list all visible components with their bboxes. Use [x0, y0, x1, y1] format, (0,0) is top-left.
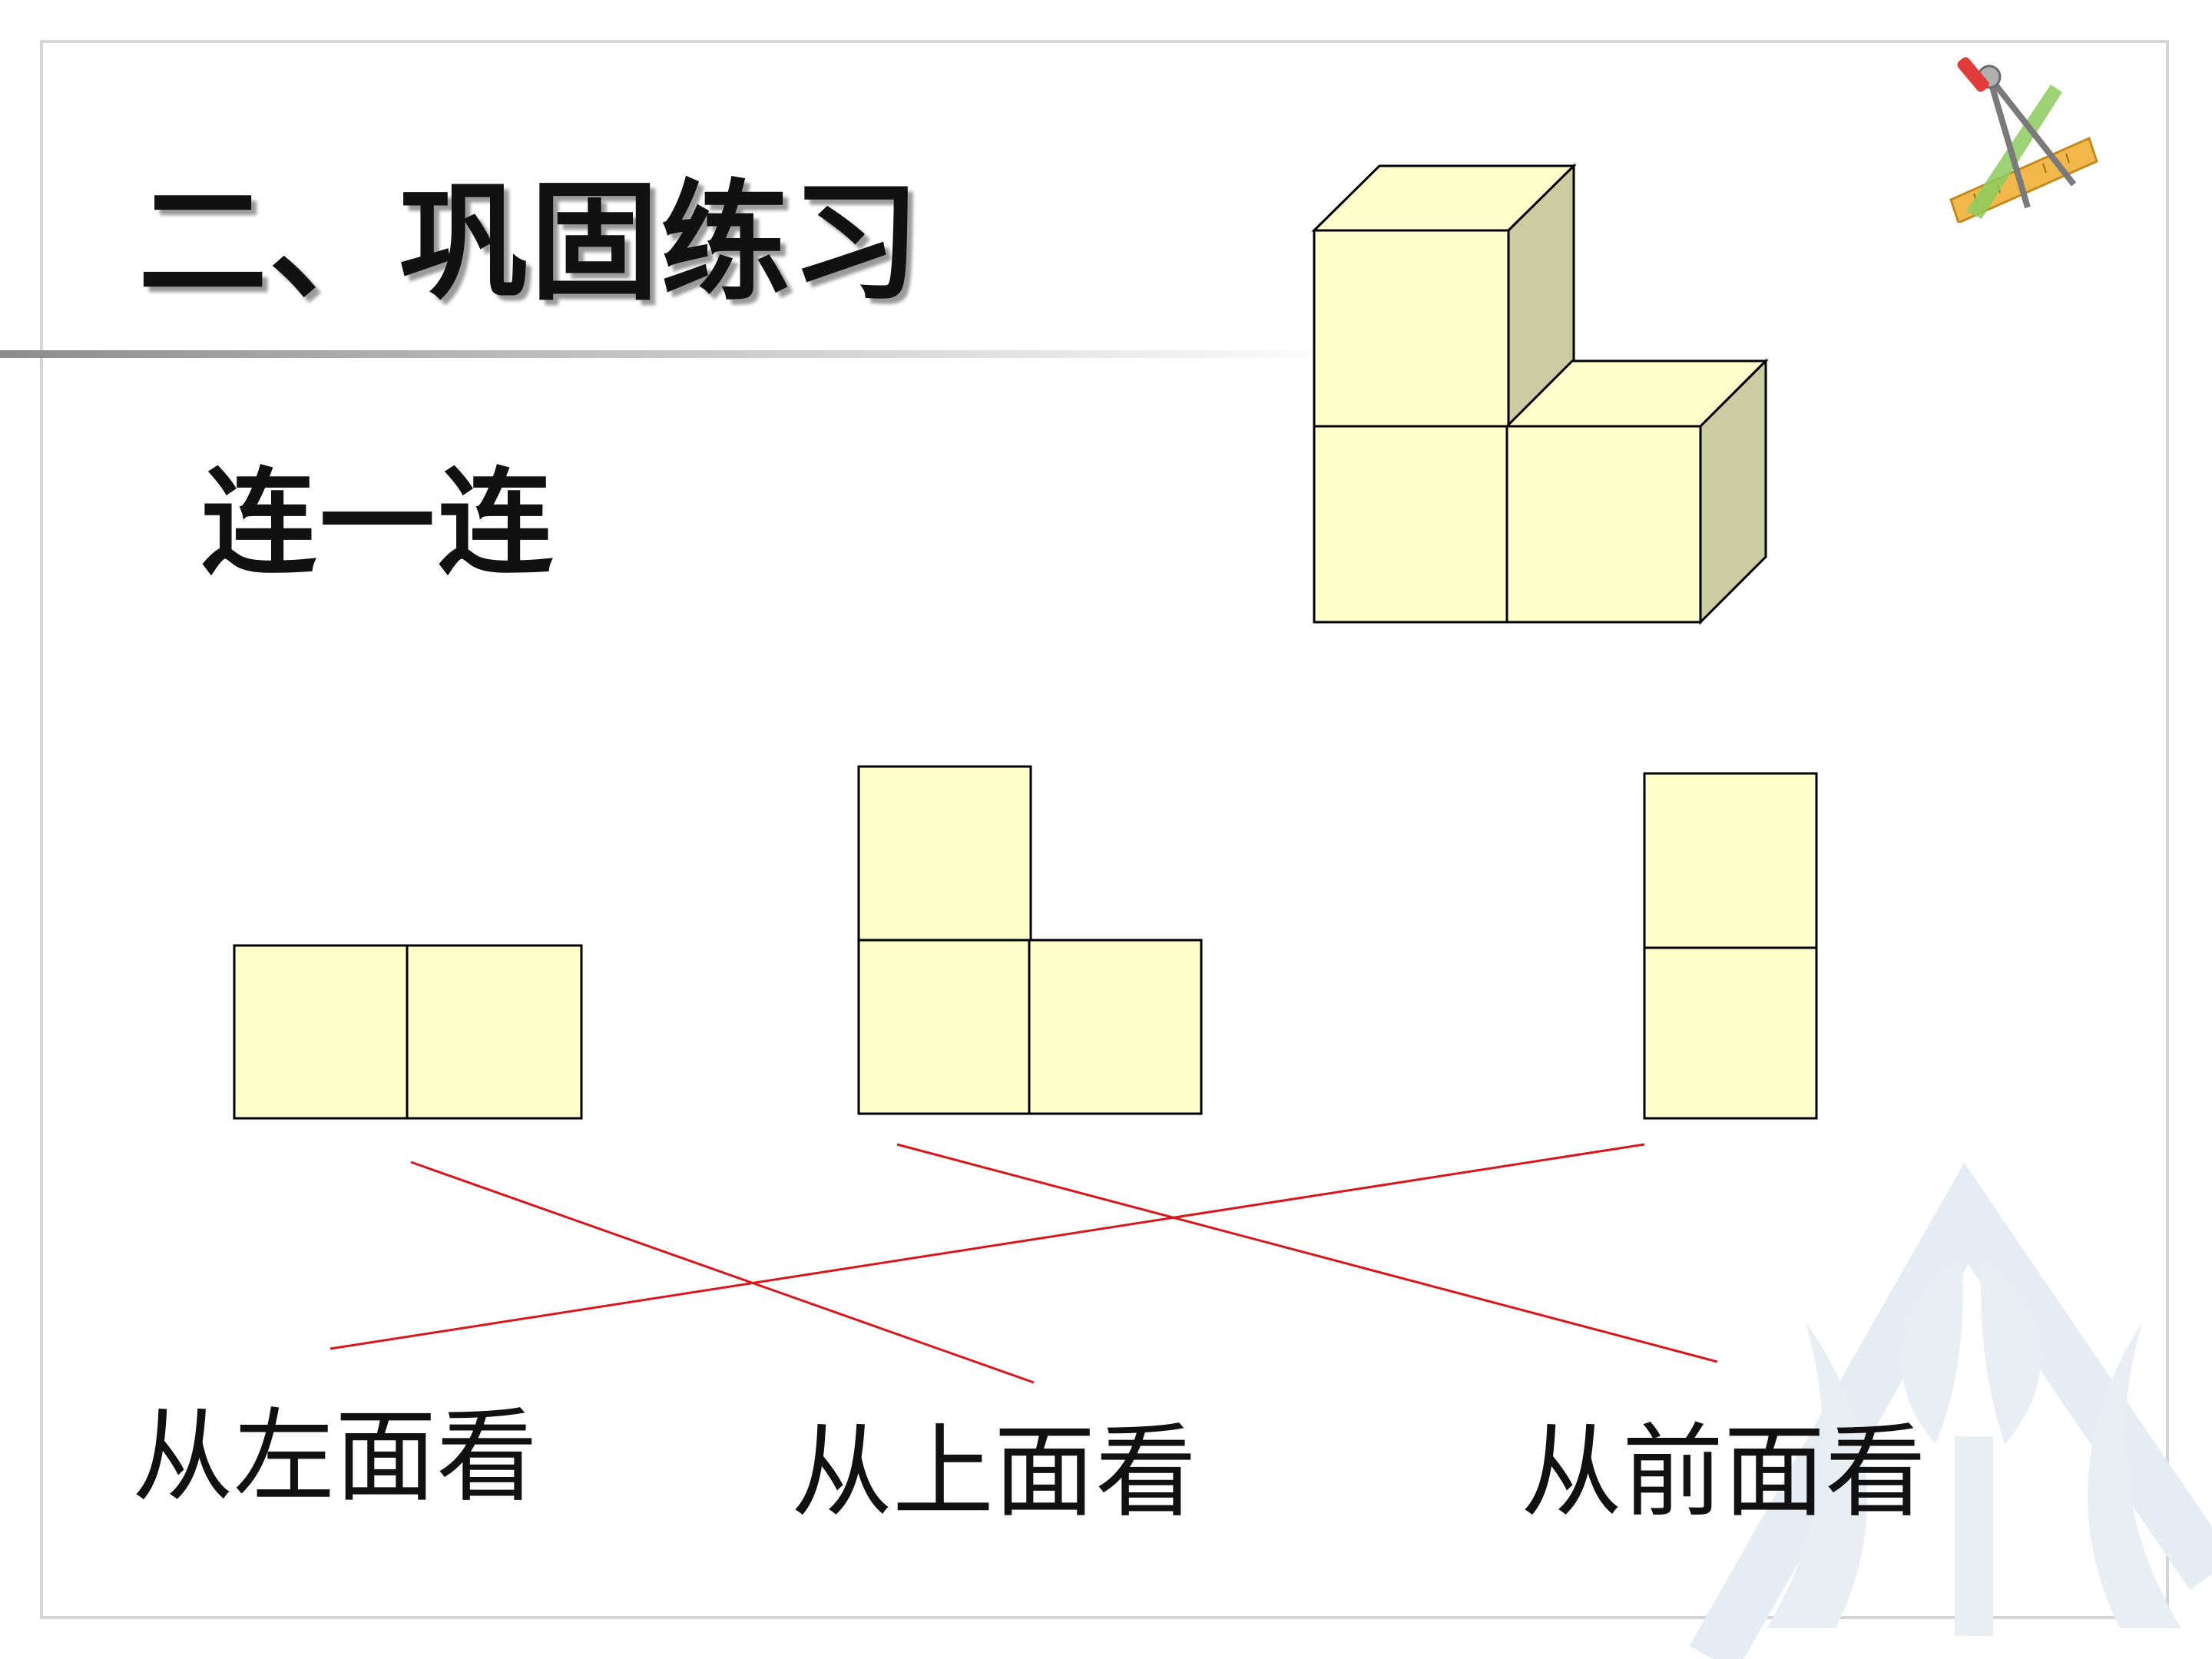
- view-square: [857, 939, 1031, 1115]
- connection-line-left[interactable]: [410, 1161, 1035, 1384]
- view-square: [233, 944, 409, 1120]
- cube-front-face: [1505, 425, 1702, 624]
- view-square: [857, 765, 1032, 942]
- view-square: [1643, 946, 1818, 1120]
- cube-assembly: [1311, 163, 1769, 625]
- exercise-instruction: 连一连: [201, 455, 557, 591]
- view-square: [406, 944, 583, 1120]
- cube-front-face: [1313, 229, 1510, 428]
- view-two-stacked[interactable]: [1643, 772, 1818, 1120]
- compass-ruler-icon: [1949, 57, 2098, 223]
- view-two-side-by-side[interactable]: [233, 944, 583, 1120]
- title-underline: [0, 350, 1352, 358]
- label-from-left[interactable]: 从左面看: [132, 1398, 538, 1516]
- view-square: [1643, 772, 1818, 949]
- label-from-front[interactable]: 从前面看: [1521, 1413, 1926, 1532]
- view-square: [1028, 939, 1203, 1115]
- view-l-shape[interactable]: [857, 765, 1203, 1115]
- cube-front-face: [1313, 425, 1508, 624]
- page-title: 二、巩固练习: [138, 166, 922, 318]
- label-from-top[interactable]: 从上面看: [791, 1413, 1197, 1532]
- connection-line-top[interactable]: [329, 1143, 1645, 1350]
- connection-line-front[interactable]: [896, 1143, 1718, 1363]
- slide-border: [40, 40, 2169, 1619]
